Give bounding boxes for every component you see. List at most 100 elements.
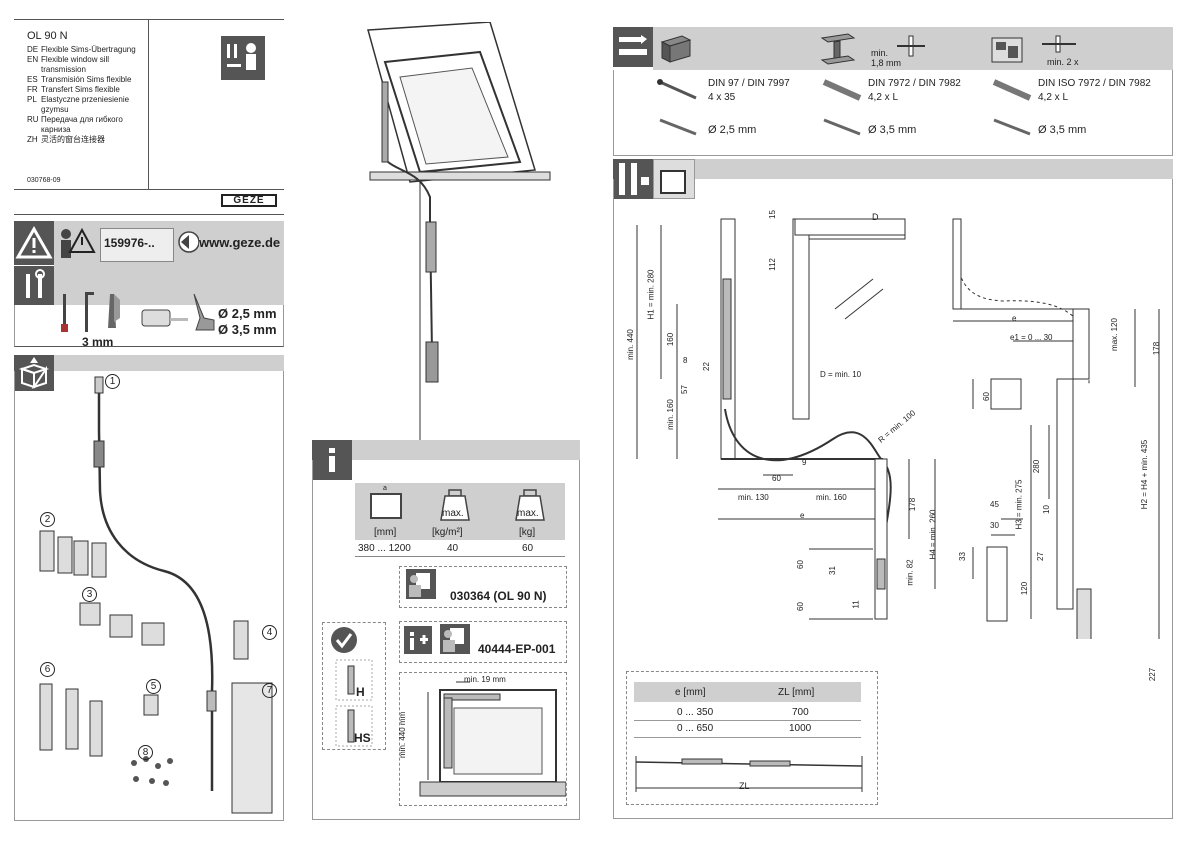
zl-row1-e: 0 ... 350 — [677, 707, 714, 718]
dim-60-bracket: 60 — [981, 392, 991, 401]
reference-2: 40444-EP-001 — [478, 642, 556, 656]
dim-15: 15 — [767, 210, 777, 219]
dim-60-horizontal: 60 — [772, 474, 781, 483]
warning-icon — [14, 221, 54, 265]
unit-kg: [kg] — [519, 527, 536, 538]
zl-row2-zl: 1000 — [789, 723, 812, 734]
dim-112: 112 — [767, 258, 777, 271]
dim-57: 57 — [679, 385, 689, 394]
check-icon — [330, 626, 358, 654]
screw-wood — [657, 79, 697, 100]
info-table-rule — [355, 556, 565, 557]
part-number-7: 7 — [262, 683, 277, 698]
frame-size-icon — [653, 159, 695, 199]
dim-H2: H2 = H4 + min. 435 — [1140, 439, 1150, 510]
document-ref: 159976-.. — [104, 236, 155, 250]
info-plus-icon — [404, 626, 432, 654]
dim-160: 160 — [666, 332, 676, 347]
hinge-h-label: H — [356, 685, 365, 699]
value-kgm2: 40 — [447, 543, 459, 554]
max-label-1: max. — [442, 508, 464, 519]
size-steel: 4,2 x L — [868, 92, 899, 103]
unit-mm: [mm] — [374, 527, 397, 538]
dim-max-120: max. 120 — [1109, 318, 1119, 351]
dim-e-right: e — [1012, 314, 1017, 323]
website-link[interactable]: www.geze.de — [199, 235, 281, 250]
tools-band — [54, 265, 284, 305]
dim-e1: e1 = 0 ... 30 — [1010, 333, 1053, 342]
zl-row2-e: 0 ... 650 — [677, 723, 714, 734]
frame-section-icon — [613, 159, 653, 199]
dim-227: 227 — [1148, 667, 1158, 682]
sash-width-icon — [370, 493, 402, 519]
min-label: min. — [871, 48, 889, 58]
doc-number: 030768-09 — [27, 177, 61, 184]
zl-table-box — [626, 671, 878, 805]
size-aluminium: 4,2 x L — [1038, 92, 1069, 103]
tools-icon — [14, 265, 54, 305]
dim-60-upper: 60 — [795, 560, 805, 569]
zl-header-e: e [mm] — [675, 687, 706, 698]
hinge-hs-illustration — [335, 705, 373, 747]
reference-1: 030364 (OL 90 N) — [450, 589, 547, 603]
dim-178: 178 — [908, 497, 918, 512]
part-number-3: 3 — [82, 587, 97, 602]
document-ref-box — [100, 228, 174, 262]
drill-wood: Ø 2,5 mm — [708, 124, 757, 136]
install-example-box — [399, 672, 567, 806]
max-label-2: max. — [517, 508, 539, 519]
part-number-1: 1 — [105, 374, 120, 389]
screw-sketch-2 — [1042, 35, 1076, 53]
zl-row1-zl: 700 — [792, 707, 809, 718]
norm-wood: DIN 97 / DIN 7997 — [708, 78, 790, 89]
manual-icon — [58, 226, 98, 262]
lang-line: карниза — [41, 125, 71, 134]
zl-header-zl: ZL [mm] — [778, 687, 815, 698]
dim-45: 45 — [990, 500, 999, 509]
cover-divider-h — [14, 189, 284, 190]
min-440-mm: min. 440 mm — [398, 711, 407, 758]
dimensions-frame — [613, 179, 1173, 819]
dim-min-160-horizontal: min. 160 — [816, 493, 847, 502]
document-reader-icon-1 — [406, 569, 436, 599]
dim-D-min-10: D = min. 10 — [820, 370, 862, 379]
zl-row-rule — [634, 720, 861, 721]
part-number-2: 2 — [40, 512, 55, 527]
min-19-mm: min. 19 mm — [464, 675, 506, 684]
tool-size: 3 mm — [82, 335, 114, 349]
globe-arrow-icon — [177, 228, 200, 256]
screw-aluminium — [992, 79, 1032, 101]
part-number-8: 8 — [138, 745, 153, 760]
drill-bit-1 — [659, 118, 697, 136]
dimensions-band — [695, 159, 1173, 179]
dim-30: 30 — [990, 521, 999, 530]
zl-table-rule — [634, 737, 861, 738]
unit-kgm2: [kg/m²] — [432, 527, 463, 538]
drill-size-1: Ø 2,5 mm — [218, 306, 277, 321]
wood-icon — [660, 35, 692, 63]
cover-divider — [148, 19, 149, 189]
zl-cable-illustration — [635, 756, 863, 792]
dim-H1: H1 = min. 280 — [646, 269, 656, 320]
info-band — [352, 440, 580, 460]
dim-8: 8 — [683, 356, 688, 365]
dim-27: 27 — [1035, 552, 1045, 561]
aluminium-profile-icon — [991, 37, 1023, 63]
dim-11: 11 — [851, 600, 861, 609]
value-mm: 380 ... 1200 — [358, 543, 411, 554]
tools-illustration — [61, 292, 215, 332]
dim-22: 22 — [701, 362, 711, 371]
dim-min-160: min. 160 — [665, 399, 675, 430]
hinge-variant-box — [322, 622, 386, 750]
document-reader-icon-2 — [440, 624, 470, 654]
dim-33: 33 — [957, 552, 967, 561]
info-frame — [312, 460, 580, 820]
